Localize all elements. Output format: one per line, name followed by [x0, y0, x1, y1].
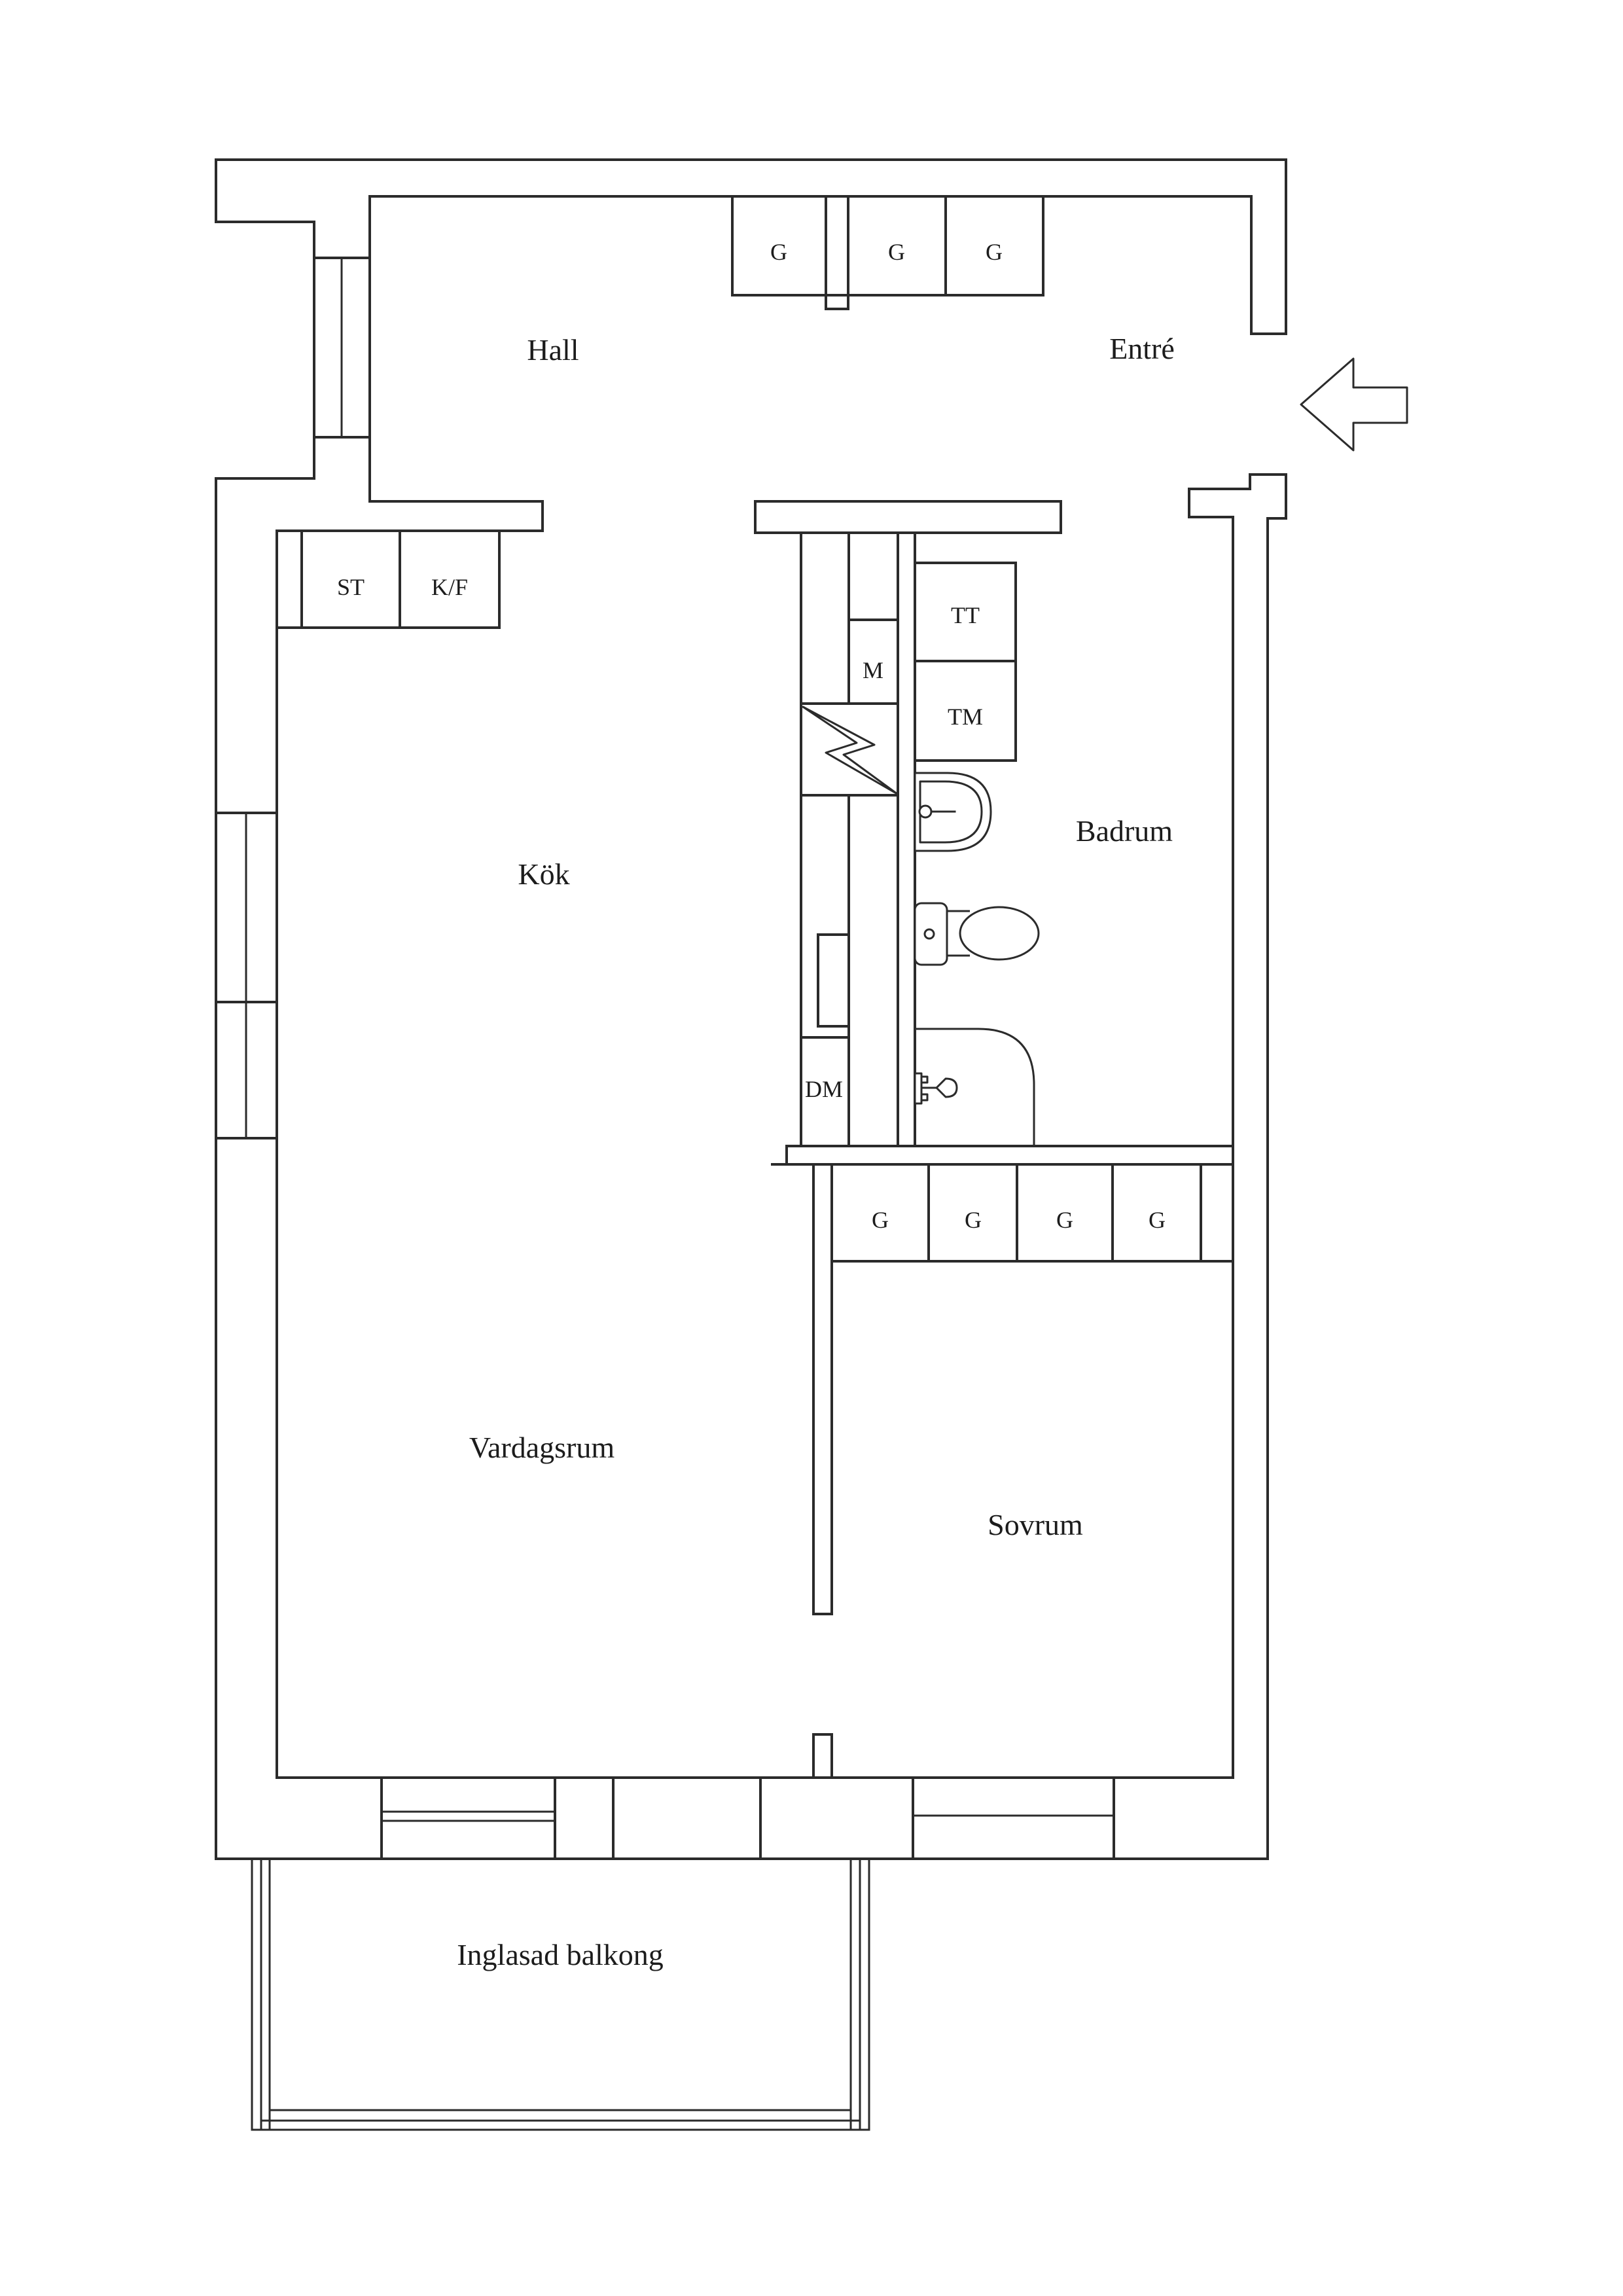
toilet-button-icon: [923, 928, 935, 940]
wardrobe-label: G: [986, 239, 1003, 265]
kitchen-sink-unit: [817, 933, 850, 1028]
exterior-walls: [215, 158, 1287, 1860]
room-label-balkong: Inglasad balkong: [457, 1938, 664, 1971]
corridor-badrum-south-wall: [771, 1145, 1234, 1166]
washbasin-faucet-icon: [918, 804, 933, 819]
wardrobe-label: G: [872, 1207, 889, 1233]
lightning-icon: [802, 706, 899, 795]
window-glazing-icon: [380, 1810, 1115, 1822]
room-divider-wall: [812, 1163, 833, 1779]
outer-wall-outline: [215, 158, 1287, 1860]
room-label-kok: Kök: [518, 857, 569, 891]
hall-wardrobes: [731, 195, 1044, 310]
toilet-bowl-icon: [959, 906, 1040, 961]
column-walls: [800, 531, 916, 1147]
shower-enclosure-icon: [915, 1028, 1035, 1146]
kitchen-cabinet-run: [276, 529, 501, 629]
balcony: [251, 1857, 870, 2131]
appliance-label-dm: DM: [805, 1076, 843, 1102]
room-label-sovrum: Sovrum: [988, 1508, 1083, 1541]
code-labels: G G G ST K/F M TT TM DM G G G G: [337, 239, 1166, 1233]
kitchen-walls: [276, 500, 544, 1779]
room-labels: Hall Entré Kök Badrum Vardagsrum Sovrum …: [457, 332, 1175, 1971]
south-interior-walls: [771, 516, 1234, 1779]
wardrobe-label: G: [1149, 1207, 1166, 1233]
appliance-label-kf: K/F: [431, 574, 468, 600]
room-label-vardagsrum: Vardagsrum: [469, 1431, 615, 1464]
appliance-label-st: ST: [337, 574, 365, 600]
tt-unit: [914, 562, 1017, 662]
wardrobe-label: G: [1056, 1207, 1073, 1233]
appliance-label-tt: TT: [951, 602, 980, 628]
wardrobe-box: [731, 195, 827, 296]
sovrum-closet-row: [830, 1163, 1234, 1263]
west-windows: [215, 812, 278, 1139]
entry-arrow-icon: [1300, 357, 1408, 452]
badrum-fixtures: [914, 772, 1040, 1146]
wardrobe-label: G: [965, 1207, 982, 1233]
south-wall-piers: [380, 1776, 1115, 1860]
appliance-label-m: M: [863, 657, 883, 683]
badrum-north-wall: [754, 500, 1062, 534]
hall-west-window: [313, 195, 371, 503]
wardrobe-box: [944, 195, 1044, 296]
room-label-hall: Hall: [527, 333, 579, 367]
shower-mixer-icon: [914, 1072, 958, 1105]
kitchen-appliance-column: [800, 531, 916, 1147]
tm-unit: [914, 660, 1017, 762]
south-facade: [276, 1776, 1234, 1860]
balcony-glazing: [251, 1857, 870, 2131]
wall-stub: [825, 294, 849, 310]
wardrobe-label: G: [770, 239, 787, 265]
wardrobe-label: G: [888, 239, 905, 265]
toilet-seat-icon: [947, 910, 970, 957]
room-label-entre: Entré: [1109, 332, 1175, 365]
wardrobe-box: [847, 195, 947, 296]
room-label-badrum: Badrum: [1076, 814, 1173, 848]
kitchen-north-wall: [276, 500, 544, 532]
appliance-label-tm: TM: [948, 704, 983, 730]
wall-band: [754, 500, 1062, 534]
laundry-units: [914, 562, 1017, 762]
